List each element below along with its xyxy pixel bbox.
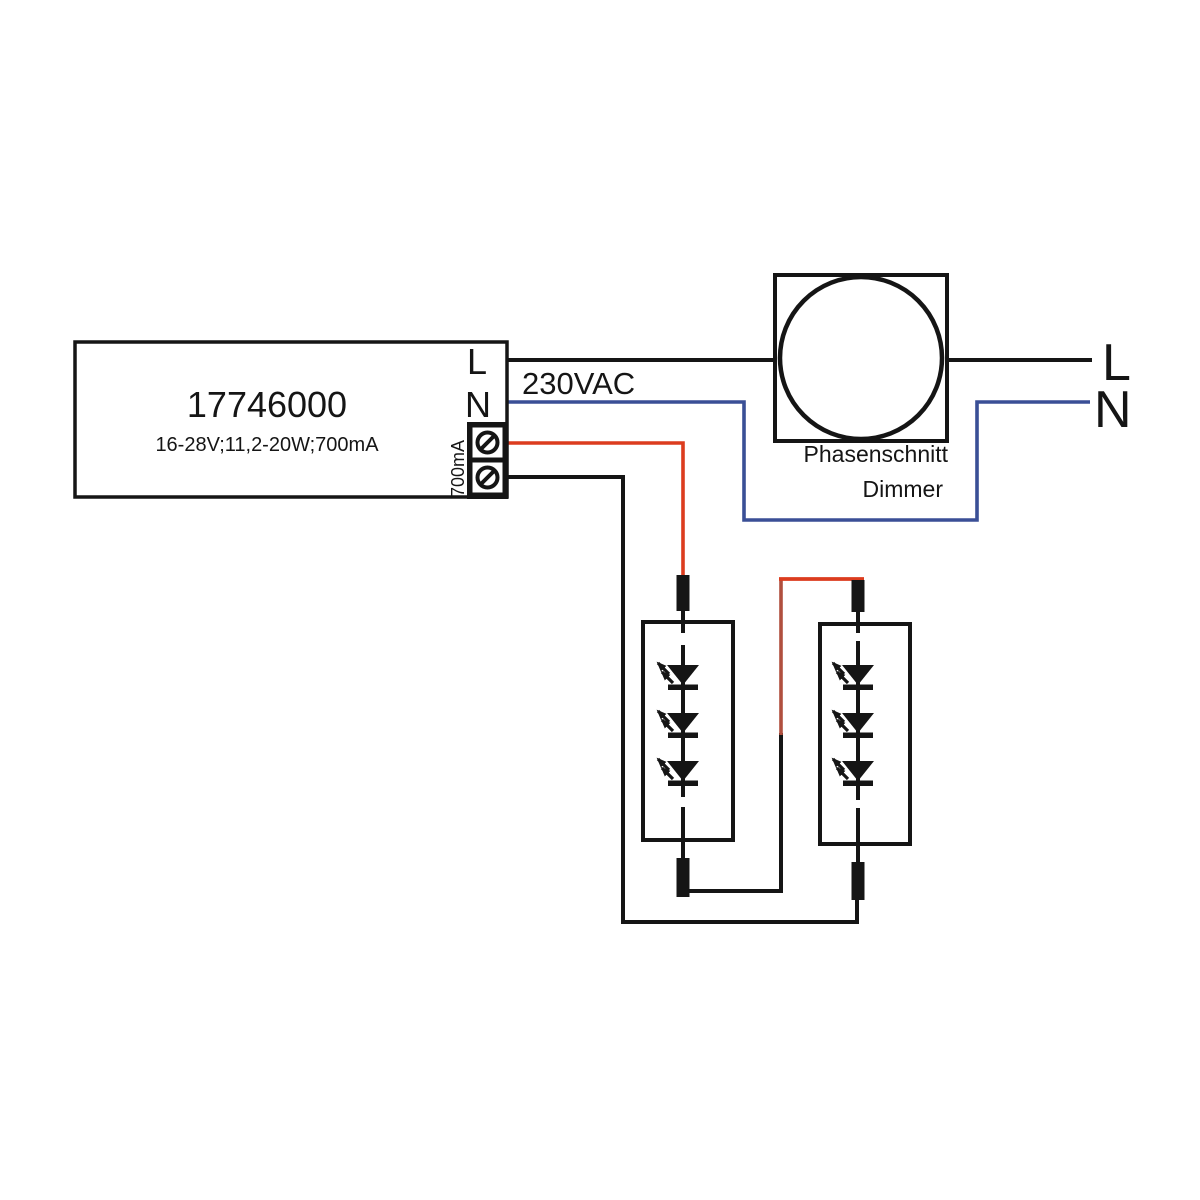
dimmer-label-line2: Dimmer bbox=[863, 476, 944, 502]
dimmer: Phasenschnitt Dimmer bbox=[773, 273, 949, 502]
screw-terminal-icon bbox=[470, 425, 505, 460]
driver-box bbox=[73, 340, 509, 499]
led-driver: 17746000 16-28V;11,2-20W;700mA L N 700mA bbox=[73, 340, 509, 499]
dimmer-dial bbox=[777, 274, 945, 442]
led-module-2 bbox=[818, 580, 912, 900]
mains-l-label: L bbox=[1102, 334, 1131, 392]
voltage-label: 230VAC bbox=[522, 366, 635, 401]
module-link-wire-black bbox=[684, 733, 783, 893]
driver-output-current-label: 700mA bbox=[448, 440, 468, 497]
driver-part-number: 17746000 bbox=[187, 384, 347, 425]
wires bbox=[507, 358, 1092, 924]
neutral-wire bbox=[507, 400, 1090, 522]
driver-specs: 16-28V;11,2-20W;700mA bbox=[155, 434, 379, 456]
wire-connector-top bbox=[851, 580, 865, 612]
dimmer-label-line1: Phasenschnitt bbox=[804, 441, 949, 467]
wire-connector-top bbox=[676, 575, 690, 611]
driver-output-return-wire bbox=[508, 475, 859, 924]
output-terminal-block bbox=[467, 422, 508, 499]
screw-terminal-icon bbox=[470, 460, 505, 495]
driver-terminal-n-label: N bbox=[465, 384, 491, 425]
mains-n-label: N bbox=[1094, 381, 1132, 439]
driver-output-plus-wire bbox=[508, 441, 685, 576]
led-module-box bbox=[641, 620, 735, 842]
wire-connector-bottom bbox=[676, 858, 690, 897]
mains-labels: 230VAC L N bbox=[522, 334, 1132, 439]
led-module-1 bbox=[641, 575, 735, 897]
driver-terminal-l-label: L bbox=[467, 341, 487, 382]
wire-connector-bottom bbox=[851, 862, 865, 900]
